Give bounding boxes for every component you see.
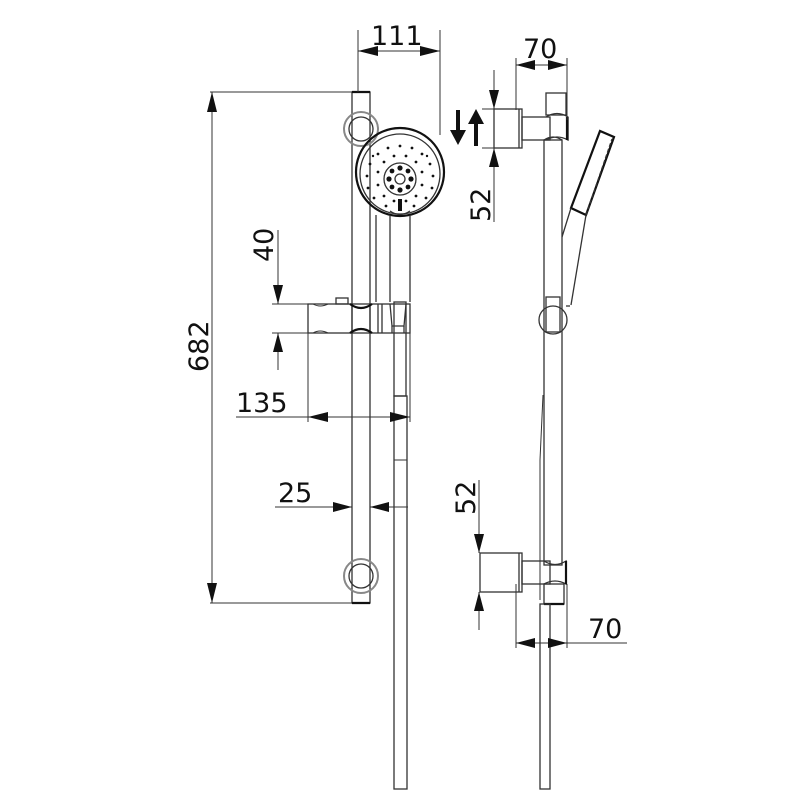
slider-front [307, 297, 411, 334]
dimension-70-bottom: 70 [515, 584, 627, 648]
dimension-135: 135 [236, 333, 411, 422]
dimension-52-top: 52 [466, 70, 499, 222]
dim-25-label: 25 [278, 478, 312, 509]
dim-682-label: 682 [184, 320, 215, 372]
hand-shower-handle-front [375, 215, 411, 790]
dim-70-bottom-label: 70 [588, 614, 622, 645]
dim-52-bottom-label: 52 [451, 481, 482, 515]
dim-40-label: 40 [249, 228, 280, 262]
dimension-25: 25 [275, 478, 408, 512]
bottom-wall-bracket [479, 552, 568, 606]
dim-135-label: 135 [236, 388, 288, 419]
top-wall-bracket [493, 92, 569, 149]
hose-side [539, 394, 544, 600]
dim-70-top-label: 70 [523, 34, 557, 65]
dimension-111: 111 [357, 21, 441, 135]
up-down-arrows-icon [450, 109, 484, 146]
dimension-682: 682 [184, 91, 360, 604]
side-view: 70 52 [450, 34, 627, 790]
dim-111-label: 111 [371, 21, 423, 52]
dim-52-top-label: 52 [466, 188, 497, 222]
dimension-70-top: 70 [515, 34, 568, 120]
slide-rail [343, 90, 379, 605]
side-rail [543, 136, 563, 566]
front-view: 682 111 [184, 21, 446, 790]
dimension-40: 40 [249, 228, 312, 370]
hose-bottom-side [539, 603, 551, 790]
shower-head-front [354, 126, 446, 218]
hand-shower-side [538, 129, 616, 335]
dimension-52-bottom: 52 [451, 480, 484, 630]
